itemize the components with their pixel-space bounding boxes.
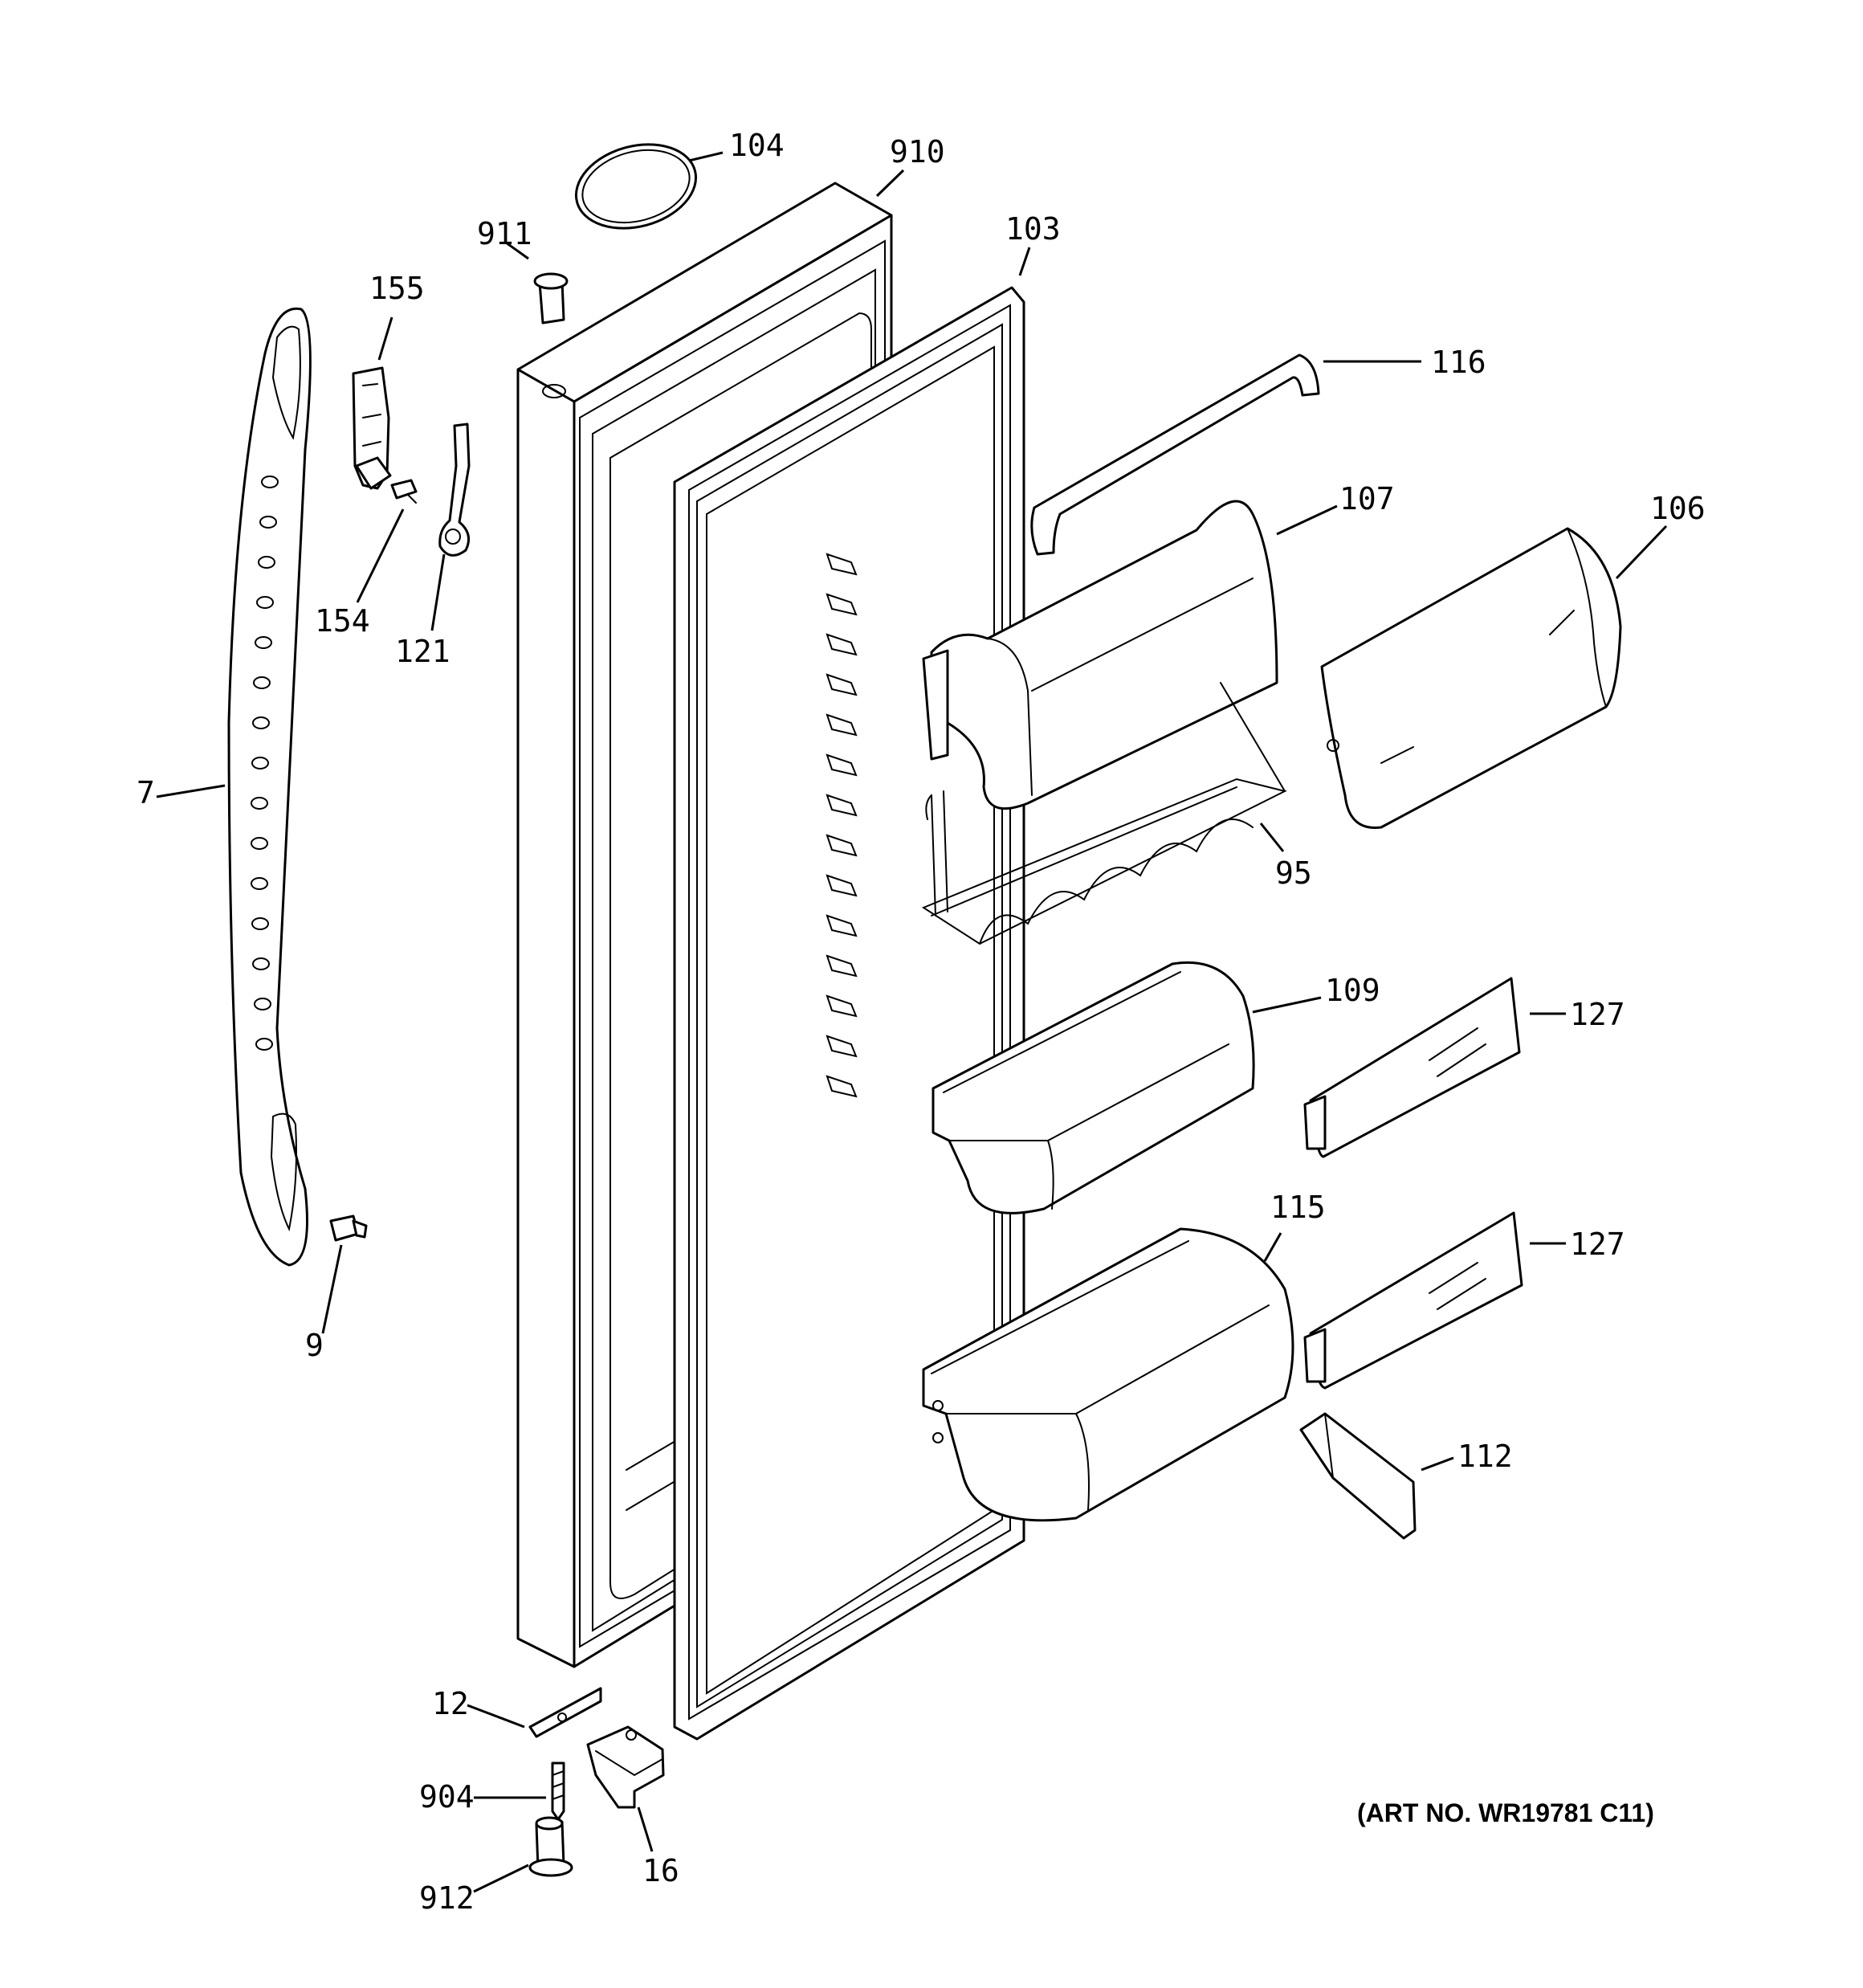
callout-115: 115 bbox=[1270, 1190, 1326, 1225]
door-liner-pegs bbox=[826, 553, 858, 1098]
callout-121: 121 bbox=[395, 634, 450, 669]
part-104-cap-ring bbox=[574, 143, 698, 230]
handle-grip-dimples bbox=[251, 476, 279, 1051]
part-121-door-stop bbox=[438, 423, 471, 557]
part-16-bottom-hinge bbox=[586, 1725, 665, 1809]
callout-9: 9 bbox=[305, 1328, 324, 1363]
part-911-top-bushing bbox=[533, 272, 569, 325]
part-109-door-bin bbox=[932, 961, 1255, 1214]
part-116-shelf-rail bbox=[1030, 353, 1320, 556]
part-112-trim-piece bbox=[1299, 1412, 1417, 1540]
part-127-bin-cover-lower bbox=[1303, 1211, 1523, 1390]
callout-107: 107 bbox=[1339, 481, 1395, 516]
callout-112: 112 bbox=[1457, 1439, 1513, 1474]
callout-154: 154 bbox=[315, 603, 370, 639]
callout-910: 910 bbox=[890, 134, 945, 169]
callout-904: 904 bbox=[419, 1779, 475, 1815]
leader-lines bbox=[156, 151, 1668, 1893]
callout-12: 12 bbox=[432, 1686, 469, 1721]
callout-labels: 104 910 911 103 155 116 107 106 154 121 … bbox=[137, 128, 1706, 1916]
part-9-handle-stud bbox=[329, 1214, 368, 1242]
part-155-hinge-bracket bbox=[352, 366, 392, 490]
art-number: (ART NO. WR19781 C11) bbox=[1357, 1798, 1654, 1827]
callout-16: 16 bbox=[642, 1853, 679, 1888]
part-154-screw bbox=[390, 479, 418, 504]
part-912-bottom-bushing bbox=[528, 1816, 573, 1877]
callout-127-upper: 127 bbox=[1570, 997, 1625, 1032]
part-7-door-handle bbox=[227, 307, 312, 1267]
callout-7: 7 bbox=[137, 775, 155, 810]
callout-116: 116 bbox=[1431, 345, 1486, 380]
callout-911: 911 bbox=[477, 216, 532, 251]
callout-109: 109 bbox=[1325, 973, 1380, 1008]
callout-912: 912 bbox=[419, 1880, 475, 1916]
callout-95: 95 bbox=[1275, 855, 1312, 891]
callout-155: 155 bbox=[369, 271, 425, 306]
part-107-dairy-bin bbox=[922, 500, 1278, 810]
callout-106: 106 bbox=[1650, 491, 1706, 526]
part-127-bin-cover-upper bbox=[1303, 977, 1521, 1158]
part-103-door-gasket bbox=[673, 286, 1025, 1741]
callout-104: 104 bbox=[729, 128, 785, 163]
callout-127-lower: 127 bbox=[1570, 1227, 1625, 1262]
callout-103: 103 bbox=[1005, 211, 1061, 247]
part-12-hinge-plate bbox=[528, 1687, 602, 1738]
part-115-door-bin-lower bbox=[922, 1227, 1294, 1522]
part-95-wire-rack bbox=[921, 682, 1287, 945]
part-106-dairy-door bbox=[1320, 527, 1622, 829]
part-904-screw bbox=[551, 1761, 565, 1821]
